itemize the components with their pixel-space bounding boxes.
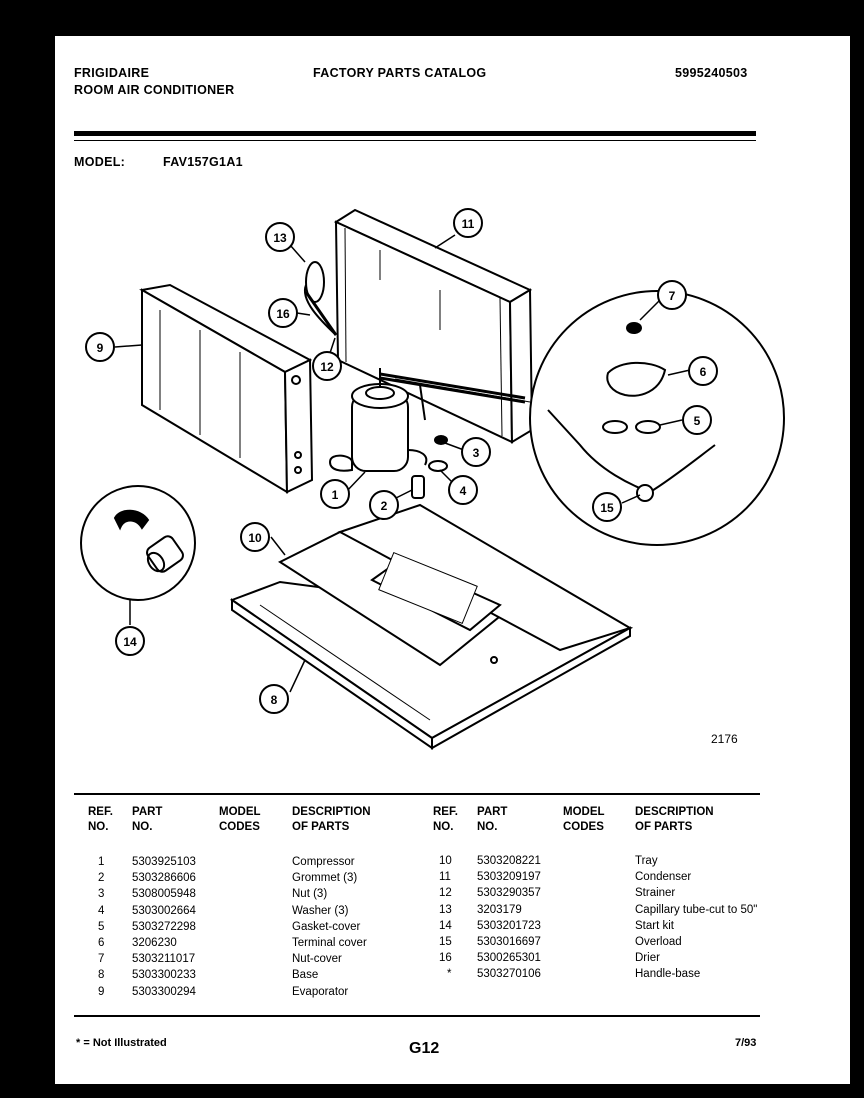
svg-text:12: 12 [320, 360, 334, 374]
callout-4: 4 [448, 475, 478, 505]
exploded-parts-diagram: 1 2 3 4 5 6 7 8 9 10 11 12 13 14 15 16 [80, 208, 785, 750]
callout-5: 5 [682, 405, 712, 435]
page-number: G12 [409, 1040, 440, 1057]
svg-text:2: 2 [381, 499, 388, 513]
drawing-code: 2176 [711, 732, 738, 746]
svg-text:3: 3 [473, 446, 480, 460]
header-rule-thin [74, 140, 756, 141]
col-ref-header: REF.NO. [88, 806, 113, 833]
svg-text:10: 10 [248, 531, 262, 545]
callout-7: 7 [657, 280, 687, 310]
callout-14: 14 [115, 626, 145, 656]
not-illustrated-note: * = Not Illustrated [76, 1037, 167, 1049]
revision-date: 7/93 [735, 1037, 757, 1049]
svg-text:9: 9 [97, 341, 104, 355]
brand-name: FRIGIDAIRE [74, 66, 150, 80]
svg-text:15: 15 [600, 501, 614, 515]
callout-8: 8 [259, 684, 289, 714]
terminal-detail [394, 290, 785, 546]
model-number: FAV157G1A1 [163, 155, 243, 169]
callout-1: 1 [320, 479, 350, 509]
start-kit-detail [80, 485, 196, 601]
compressor-part [328, 368, 526, 472]
svg-text:5: 5 [694, 414, 701, 428]
callout-13: 13 [265, 222, 295, 252]
callout-10: 10 [240, 522, 270, 552]
svg-text:11: 11 [462, 217, 475, 231]
condenser-part [333, 208, 534, 444]
callout-2: 2 [369, 490, 399, 520]
svg-text:16: 16 [276, 307, 290, 321]
col-ref-header: REF.NO. [433, 806, 458, 833]
svg-text:1: 1 [332, 488, 339, 502]
svg-text:14: 14 [123, 635, 137, 649]
callout-6: 6 [688, 356, 718, 386]
catalog-number: 5995240503 [675, 66, 748, 80]
svg-text:7: 7 [669, 289, 676, 303]
svg-text:6: 6 [700, 365, 707, 379]
capillary-tube [303, 261, 338, 336]
evaporator-part [139, 283, 314, 494]
header-rule [74, 131, 756, 136]
tray-part [277, 503, 633, 667]
callout-9: 9 [85, 332, 115, 362]
table-top-rule [74, 793, 760, 795]
model-label: MODEL: [74, 155, 126, 169]
catalog-title: FACTORY PARTS CATALOG [313, 66, 487, 80]
callout-15: 15 [592, 492, 622, 522]
svg-text:13: 13 [273, 231, 287, 245]
product-name: ROOM AIR CONDITIONER [74, 83, 235, 97]
callout-11: 11 [453, 208, 483, 238]
callout-12: 12 [312, 351, 342, 381]
svg-text:4: 4 [460, 484, 467, 498]
callout-3: 3 [461, 437, 491, 467]
callout-16: 16 [268, 298, 298, 328]
svg-text:8: 8 [271, 693, 278, 707]
table-bottom-rule [74, 1015, 760, 1017]
